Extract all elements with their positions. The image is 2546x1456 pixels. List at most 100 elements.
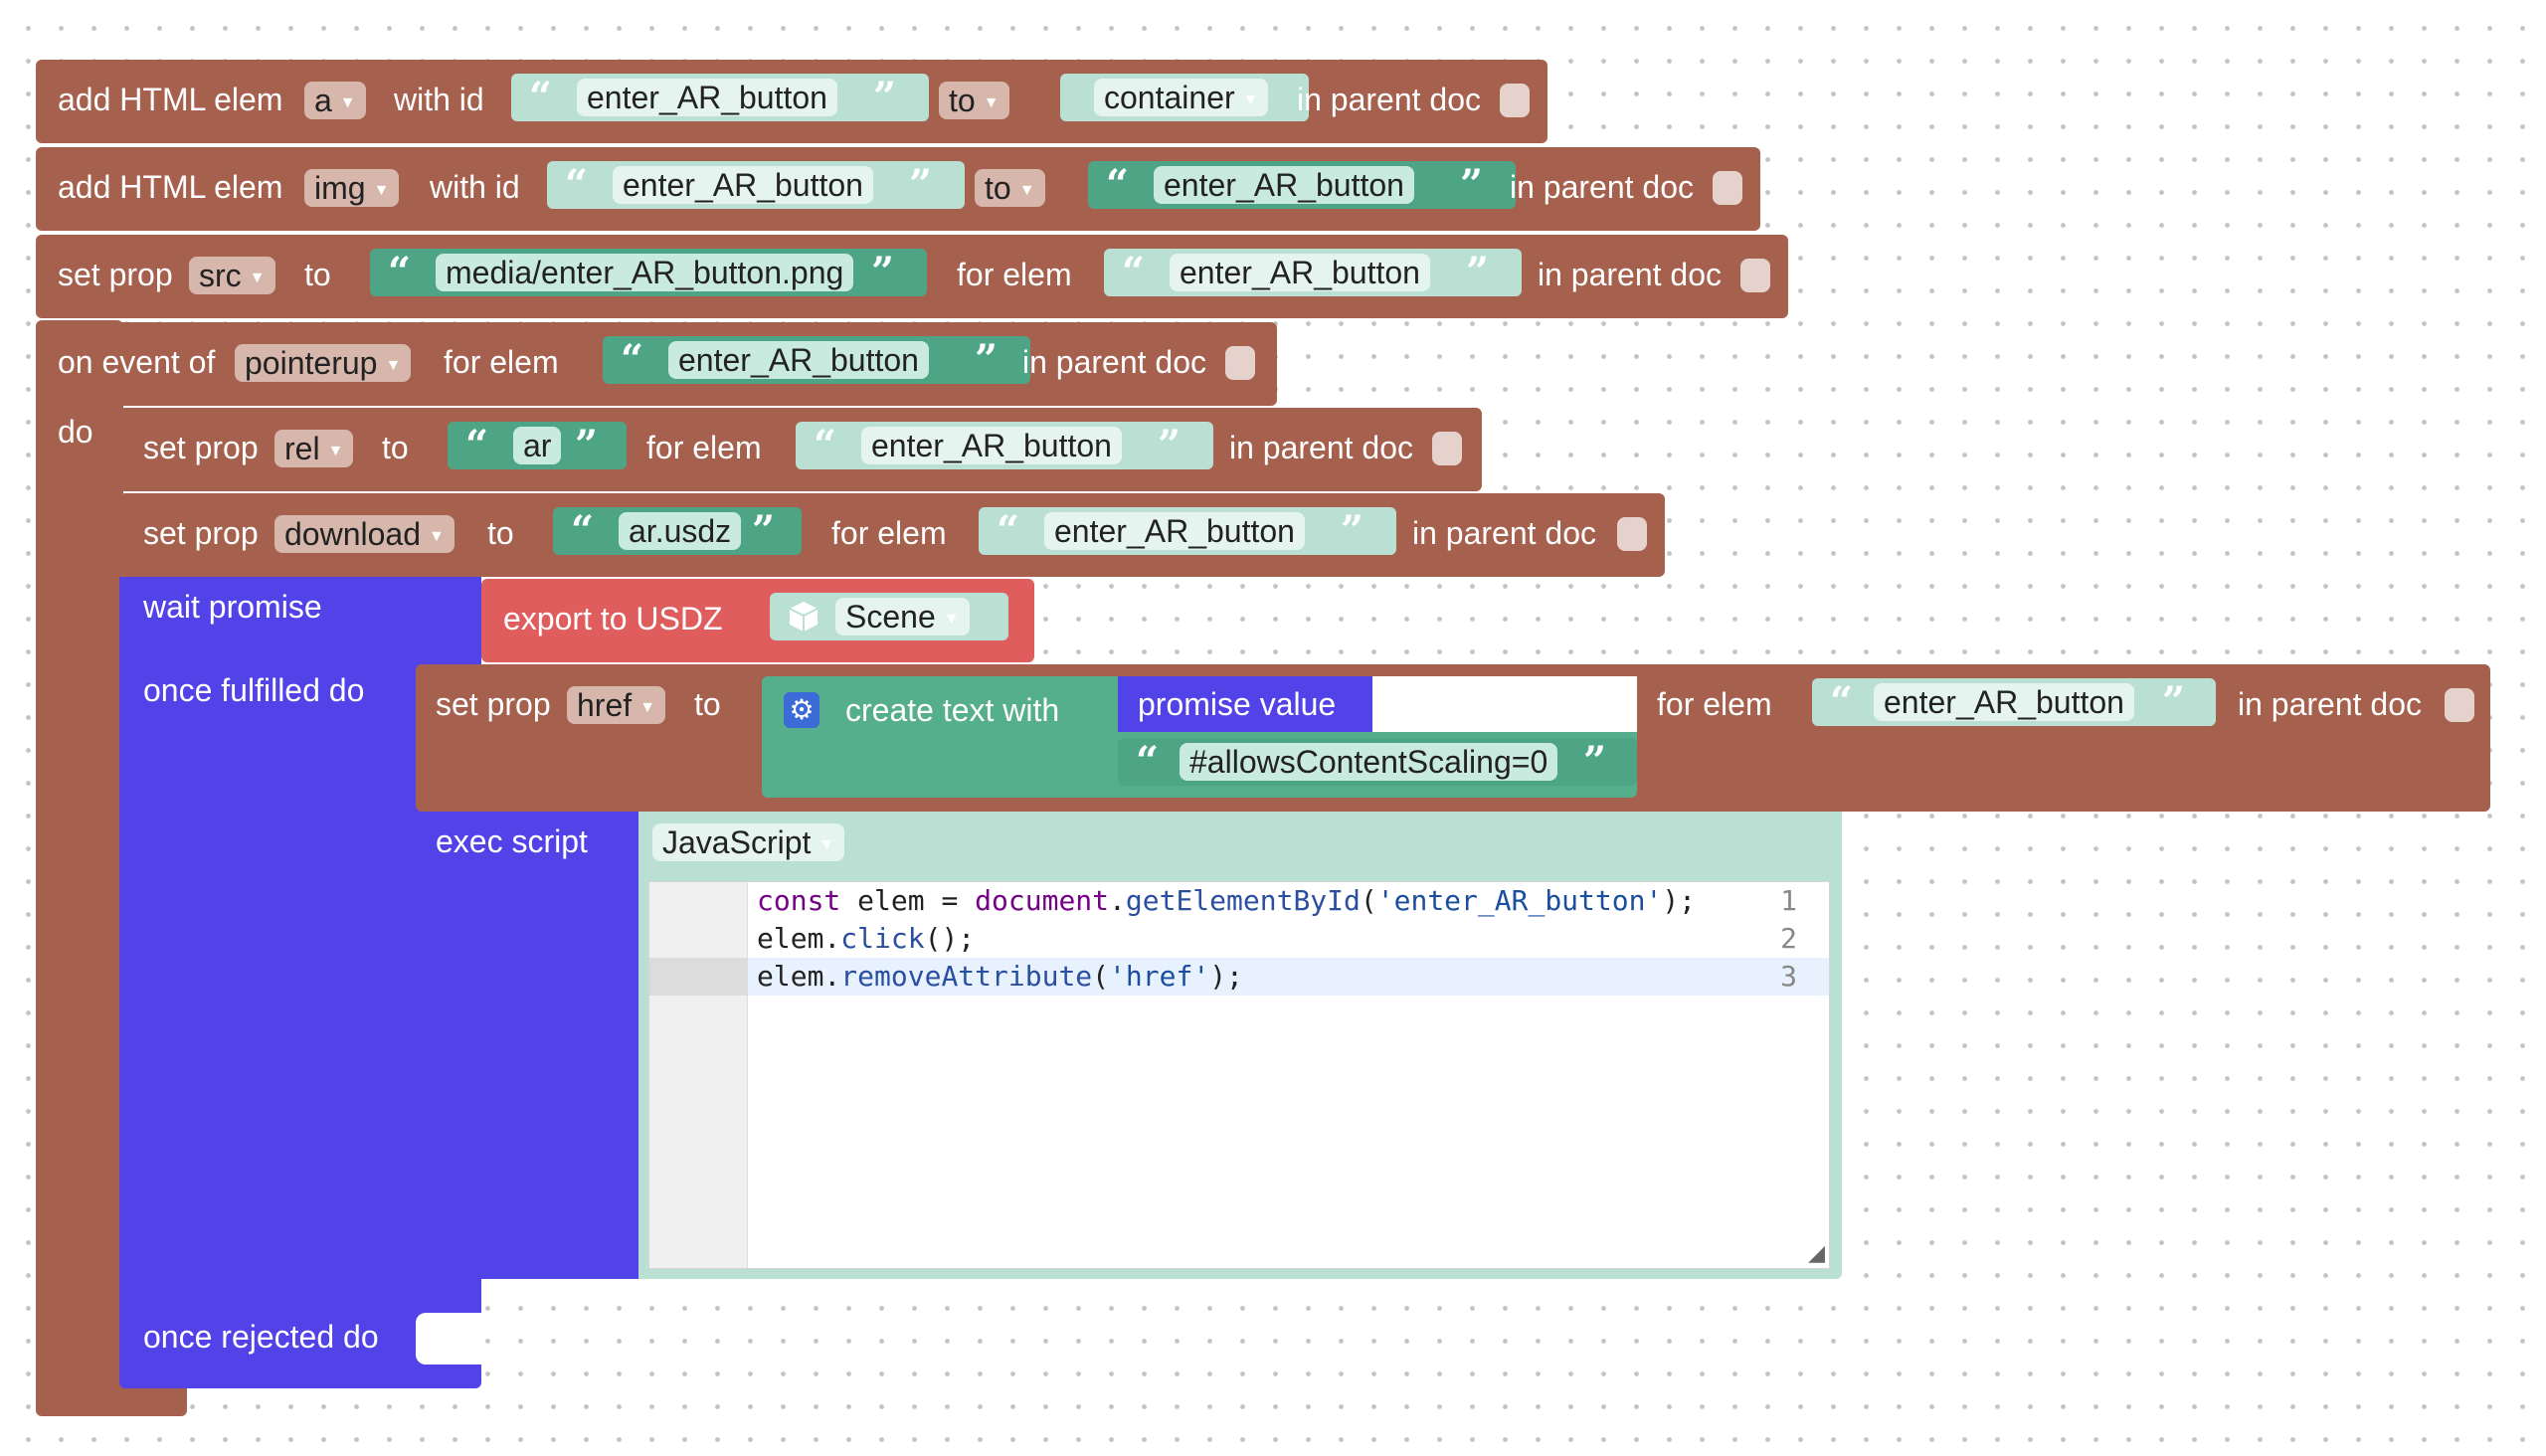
elem-string-block[interactable]: “ enter_AR_button ” [1812,678,2216,726]
prop-dropdown[interactable]: href▼ [567,686,665,724]
language-dropdown[interactable]: JavaScript▼ [652,823,845,861]
id-text[interactable]: enter_AR_button [577,79,837,116]
for-elem-label: for elem [1657,686,1772,722]
elem-type-dropdown[interactable]: a▼ [304,82,366,119]
set-prop-label: set prop [58,257,173,292]
target-string-block[interactable]: “ enter_AR_button ” [1088,161,1516,209]
target-dropdown[interactable]: container▼ [1094,79,1269,116]
code-line[interactable]: elem.click(); [757,922,976,955]
in-parent-doc-checkbox[interactable] [1500,84,1530,117]
promise-value-slot-empty [1372,676,1637,732]
elem-string-block[interactable]: “ enter_AR_button ” [603,336,1030,384]
in-parent-doc-label: in parent doc [1510,169,1695,205]
resize-handle-icon[interactable]: ◢ [1808,1240,1825,1265]
prop-dropdown[interactable]: download▼ [274,515,455,553]
open-quote-icon: “ [529,74,553,120]
add-html-elem-label: add HTML elem [58,169,283,205]
event-block-footer [36,1386,187,1416]
promise-value-label: promise value [1138,686,1337,722]
open-quote-icon: “ [814,422,837,468]
to-label: to [694,686,721,722]
id-string-block[interactable]: “ enter_AR_button ” [511,74,929,121]
add-html-elem-label: add HTML elem [58,82,283,117]
value-string-block[interactable]: “ media/enter_AR_button.png ” [370,249,927,296]
set-prop-block-download[interactable]: set prop download▼ to “ ar.usdz ” for el… [119,493,1665,577]
prop-dropdown[interactable]: rel▼ [274,430,354,467]
line-number: 2 [1780,922,1797,955]
target-text[interactable]: enter_AR_button [1154,166,1414,204]
prop-dropdown[interactable]: src▼ [189,257,275,294]
elem-text[interactable]: enter_AR_button [861,427,1122,464]
close-quote-icon: ” [575,422,599,468]
in-parent-doc-checkbox[interactable] [1617,517,1647,551]
elem-string-block[interactable]: “ enter_AR_button ” [1104,249,1522,296]
value-text[interactable]: ar.usdz [619,512,742,550]
set-prop-block-href[interactable]: set prop href▼ to ⚙ create text with pro… [416,664,2490,812]
add-html-elem-block-2[interactable]: add HTML elem img▼ with id “ enter_AR_bu… [36,147,1760,231]
set-prop-block-src[interactable]: set prop src▼ to “ media/enter_AR_button… [36,235,1788,318]
script-editor-frame[interactable]: JavaScript▼ 1 2 3 const elem = document.… [638,812,1842,1279]
elem-text[interactable]: enter_AR_button [1044,512,1305,550]
id-string-block[interactable]: “ enter_AR_button ” [547,161,965,209]
elem-string-block[interactable]: “ enter_AR_button ” [979,507,1396,555]
elem-text[interactable]: enter_AR_button [1874,683,2134,721]
in-parent-doc-label: in parent doc [1229,430,1414,465]
rejected-empty-slot[interactable] [416,1313,485,1365]
open-quote-icon: “ [465,422,489,468]
close-quote-icon: ” [2162,678,2186,725]
elem-type-dropdown[interactable]: img▼ [304,169,400,207]
in-parent-doc-label: in parent doc [1412,515,1597,551]
value-text[interactable]: ar [513,427,562,464]
in-parent-doc-checkbox[interactable] [2445,688,2474,722]
code-line[interactable]: const elem = document.getElementById('en… [757,884,1697,917]
in-parent-doc-label: in parent doc [1297,82,1482,117]
line-number: 3 [1780,960,1797,993]
open-quote-icon: “ [571,507,595,554]
create-text-block[interactable]: ⚙ create text with promise value “ #allo… [762,676,1637,798]
open-quote-icon: “ [621,336,644,383]
once-fulfilled-label: once fulfilled do [143,672,365,708]
suffix-text[interactable]: #allowsContentScaling=0 [1180,743,1558,781]
code-line[interactable]: elem.removeAttribute('href'); [757,960,1243,993]
for-elem-label: for elem [831,515,947,551]
export-usdz-label: export to USDZ [503,601,723,637]
open-quote-icon: “ [388,249,412,295]
id-text[interactable]: enter_AR_button [613,166,873,204]
close-quote-icon: ” [1466,249,1490,295]
gear-icon[interactable]: ⚙ [784,692,819,728]
elem-text[interactable]: enter_AR_button [668,341,929,379]
open-quote-icon: “ [1122,249,1146,295]
value-text[interactable]: media/enter_AR_button.png [436,254,854,291]
scene-block[interactable]: Scene▼ [770,593,1008,640]
to-dropdown[interactable]: to▼ [975,169,1045,207]
value-string-block[interactable]: “ ar.usdz ” [553,507,802,555]
on-event-block[interactable]: on event of pointerup▼ for elem “ enter_… [36,322,1277,406]
for-elem-label: for elem [957,257,1072,292]
open-quote-icon: “ [1830,678,1854,725]
elem-string-block[interactable]: “ enter_AR_button ” [796,422,1213,469]
event-block-spine[interactable] [36,320,123,1414]
create-text-label: create text with [845,692,1060,728]
elem-text[interactable]: enter_AR_button [1170,254,1430,291]
in-parent-doc-label: in parent doc [1538,257,1723,292]
value-string-block[interactable]: “ ar ” [448,422,627,469]
cube-icon [786,599,821,635]
code-editor[interactable]: 1 2 3 const elem = document.getElementBy… [648,881,1830,1269]
target-block[interactable]: container▼ [1060,74,1309,121]
in-parent-doc-checkbox[interactable] [1225,346,1255,380]
promise-value-block[interactable]: promise value [1118,676,1372,732]
in-parent-doc-checkbox[interactable] [1740,259,1770,292]
scene-dropdown[interactable]: Scene▼ [835,598,970,636]
on-event-label: on event of [58,344,216,380]
in-parent-doc-checkbox[interactable] [1432,432,1462,465]
suffix-string-block[interactable]: “ #allowsContentScaling=0 ” [1118,738,1637,786]
for-elem-label: for elem [444,344,559,380]
in-parent-doc-checkbox[interactable] [1713,171,1742,205]
set-prop-block-rel[interactable]: set prop rel▼ to “ ar ” for elem “ enter… [119,408,1482,491]
add-html-elem-block-1[interactable]: add HTML elem a▼ with id “ enter_AR_butt… [36,60,1547,143]
in-parent-doc-label: in parent doc [2238,686,2423,722]
export-usdz-block[interactable]: export to USDZ Scene▼ [481,579,1034,662]
event-dropdown[interactable]: pointerup▼ [235,344,412,382]
exec-script-block[interactable]: exec script [416,812,640,1279]
to-dropdown[interactable]: to▼ [939,82,1009,119]
